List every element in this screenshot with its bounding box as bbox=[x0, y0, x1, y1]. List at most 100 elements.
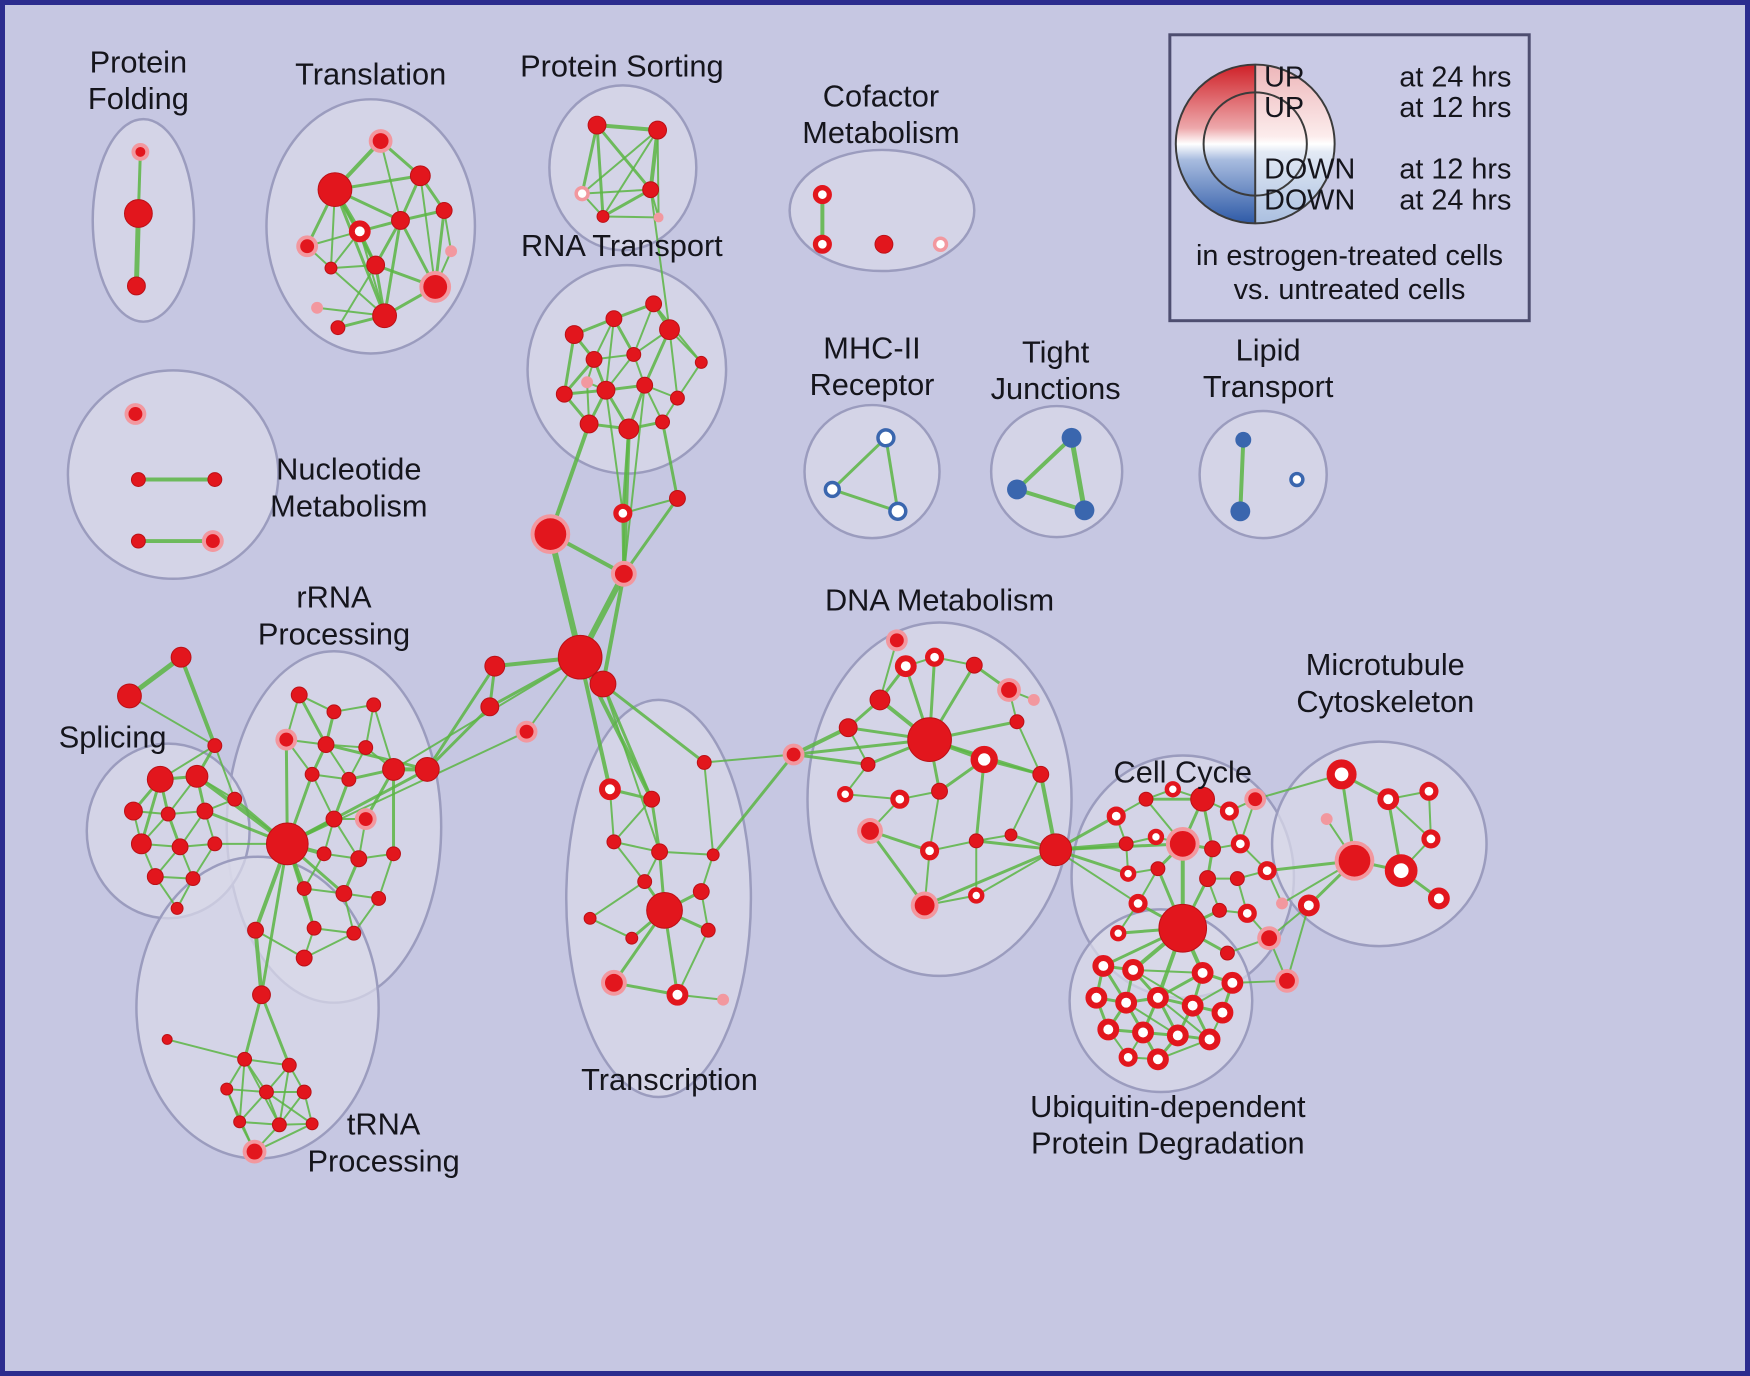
node-red-halo-core bbox=[205, 534, 220, 549]
edge bbox=[260, 993, 291, 1067]
edge bbox=[1069, 435, 1087, 513]
edge bbox=[254, 929, 306, 960]
node-red bbox=[296, 881, 312, 896]
node-red bbox=[247, 921, 264, 939]
edge bbox=[703, 761, 715, 856]
node-red bbox=[185, 764, 209, 788]
node-red bbox=[341, 771, 357, 787]
node-red bbox=[596, 209, 610, 223]
edge bbox=[581, 188, 652, 195]
node-red bbox=[317, 736, 335, 754]
legend-dir-up-24: UP bbox=[1264, 61, 1304, 93]
node-red bbox=[207, 472, 223, 487]
edge bbox=[589, 917, 633, 940]
node-red bbox=[372, 303, 397, 329]
edge bbox=[1014, 435, 1074, 492]
node-red bbox=[643, 790, 661, 808]
edge bbox=[333, 188, 387, 318]
edge bbox=[297, 693, 328, 747]
node-red bbox=[1039, 833, 1073, 867]
node-red-ring bbox=[1106, 806, 1126, 826]
node-red bbox=[350, 850, 368, 868]
node-blue-ring bbox=[1289, 471, 1305, 488]
node-red-halo-core bbox=[1169, 830, 1196, 857]
node-red bbox=[117, 683, 142, 709]
edge bbox=[243, 1058, 291, 1067]
node-red-halo-core bbox=[1279, 972, 1295, 989]
node-red-ring bbox=[894, 655, 917, 678]
node-red bbox=[596, 380, 616, 400]
node-red-ring bbox=[1115, 991, 1138, 1014]
legend: UP at 24 hrs UP at 12 hrs DOWN at 12 hrs… bbox=[1168, 33, 1531, 323]
node-red bbox=[625, 931, 639, 945]
cluster-ellipse-tight-junctions bbox=[989, 404, 1124, 539]
node-red bbox=[306, 920, 322, 936]
node-red bbox=[1190, 786, 1216, 812]
node-red bbox=[233, 1115, 247, 1129]
node-red-halo-core bbox=[1338, 844, 1371, 877]
node-red bbox=[305, 1117, 319, 1131]
node-red bbox=[907, 717, 952, 762]
edge bbox=[649, 188, 671, 331]
node-red bbox=[196, 802, 214, 820]
node-pale bbox=[717, 993, 730, 1006]
node-red bbox=[126, 276, 146, 296]
node-red bbox=[1150, 861, 1166, 877]
node-red bbox=[346, 925, 362, 941]
node-red-ring bbox=[1427, 887, 1450, 910]
legend-caption-line2: vs. untreated cells bbox=[1234, 274, 1466, 306]
node-red-ring bbox=[968, 887, 985, 904]
edge bbox=[650, 797, 662, 854]
cluster-label-splicing: Splicing bbox=[59, 720, 167, 755]
node-red bbox=[130, 833, 152, 855]
edge bbox=[595, 123, 660, 133]
node-red bbox=[207, 836, 223, 852]
edge bbox=[1015, 720, 1042, 776]
node-red bbox=[860, 756, 876, 772]
node-red bbox=[587, 115, 607, 135]
node-red bbox=[1229, 871, 1245, 887]
legend-dir-down-24: DOWN bbox=[1264, 185, 1355, 217]
node-red bbox=[480, 697, 500, 717]
edge bbox=[336, 264, 377, 329]
edge bbox=[1054, 842, 1185, 852]
cluster-label-protein-sorting: Protein Sorting bbox=[520, 48, 724, 83]
node-red bbox=[579, 414, 599, 434]
node-red bbox=[931, 782, 948, 800]
legend-circle-left-half bbox=[1175, 64, 1256, 224]
node-red bbox=[371, 891, 387, 906]
edge bbox=[612, 840, 646, 883]
node-red bbox=[484, 655, 506, 677]
edge bbox=[580, 123, 599, 196]
node-red bbox=[648, 120, 668, 140]
node-red-halo-core bbox=[534, 518, 567, 551]
edge bbox=[595, 123, 605, 218]
node-red-halo-core bbox=[1001, 682, 1017, 698]
node-red bbox=[636, 376, 654, 394]
edge bbox=[612, 798, 653, 843]
edge bbox=[1156, 996, 1211, 1041]
node-red-halo-core bbox=[889, 633, 904, 648]
edge bbox=[792, 753, 870, 766]
node-red bbox=[606, 834, 622, 850]
node-red bbox=[409, 165, 431, 187]
node-red bbox=[645, 295, 663, 313]
node-red-ring bbox=[1219, 801, 1239, 821]
node-pale bbox=[653, 212, 664, 223]
node-red-ring bbox=[1164, 781, 1182, 798]
edge bbox=[668, 328, 679, 400]
node-red bbox=[564, 325, 584, 345]
edge bbox=[1014, 487, 1087, 513]
node-red bbox=[146, 868, 164, 886]
edge bbox=[581, 129, 659, 195]
node-red-ring bbox=[1191, 961, 1214, 984]
edge bbox=[425, 664, 497, 771]
edge bbox=[604, 317, 615, 392]
